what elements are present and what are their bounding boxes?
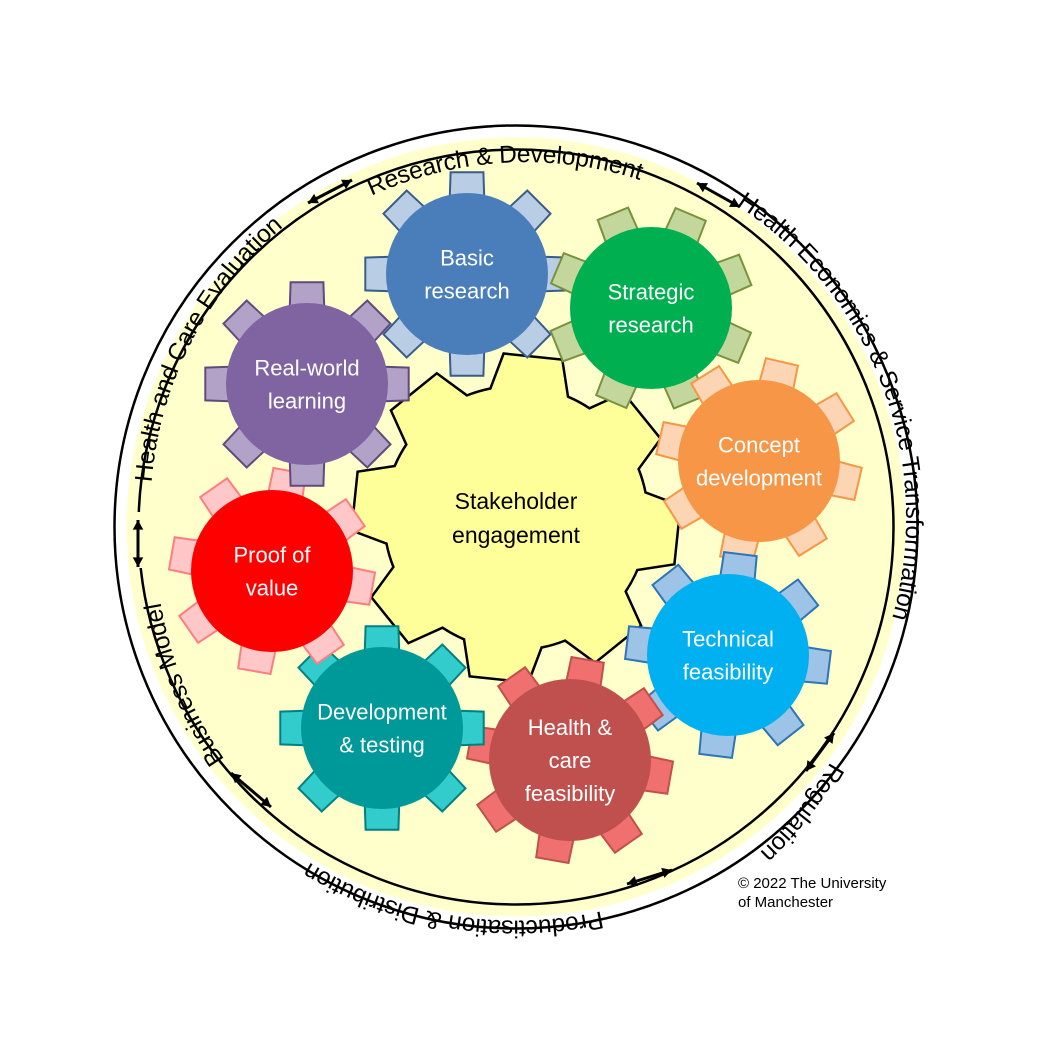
gear-label: & testing — [339, 733, 425, 758]
double-arrow-icon — [804, 732, 836, 772]
gear-body — [489, 679, 651, 841]
gear-body — [570, 227, 732, 389]
center-gear-label: engagement — [452, 522, 580, 548]
gear-health-care-feasibility: Health & care feasibility — [465, 655, 675, 865]
gear-label: feasibility — [525, 781, 615, 806]
double-arrow-icon — [626, 867, 673, 887]
gear-development-testing: Development & testing — [279, 625, 485, 831]
gear-label: Development — [317, 700, 447, 725]
gear-body — [301, 647, 463, 809]
gear-stakeholder-engagement: Stakeholder engagement — [350, 352, 682, 684]
double-arrow-icon — [307, 178, 353, 205]
gear-label: learning — [268, 389, 346, 414]
gear-label: value — [246, 576, 299, 601]
gear-body — [386, 193, 548, 355]
gear-label: Technical — [682, 627, 774, 652]
gear-label: research — [608, 313, 694, 338]
double-arrow-icon — [132, 520, 144, 567]
outer-ring-edge-outer — [113, 124, 919, 930]
gear-label: Concept — [718, 433, 800, 458]
double-arrow-icon — [696, 181, 741, 209]
gear-label: Basic — [440, 246, 494, 271]
gear-real-world-learning: Real-world learning — [204, 281, 410, 487]
copyright-line-1: © 2022 The University — [738, 875, 887, 892]
gear-concept-development: Concept development — [655, 357, 863, 565]
copyright-notice: © 2022 The University of Manchester — [738, 874, 886, 912]
double-arrow-icon — [230, 771, 272, 809]
gear-label: Real-world — [254, 356, 359, 381]
gear-label: research — [424, 279, 510, 304]
gear-label: development — [696, 466, 822, 491]
copyright-line-2: of Manchester — [738, 894, 834, 911]
gear-basic-research: Basic research — [364, 171, 570, 377]
gear-label: care — [549, 748, 592, 773]
center-gear-body — [350, 352, 682, 684]
gear-proof-of-value: Proof of value — [167, 466, 377, 676]
gear-technical-feasibility: Technical feasibility — [623, 550, 833, 760]
gear-strategic-research: Strategic research — [549, 206, 753, 410]
gear-label: Proof of — [233, 543, 311, 568]
gear-label: Health & — [528, 715, 613, 740]
gear-body — [226, 303, 388, 465]
gear-body — [678, 380, 840, 542]
gear-label: feasibility — [683, 660, 773, 685]
gear-body — [191, 490, 353, 652]
center-gear-label: Stakeholder — [455, 488, 578, 514]
gear-body — [647, 574, 809, 736]
gear-label: Strategic — [608, 280, 695, 305]
